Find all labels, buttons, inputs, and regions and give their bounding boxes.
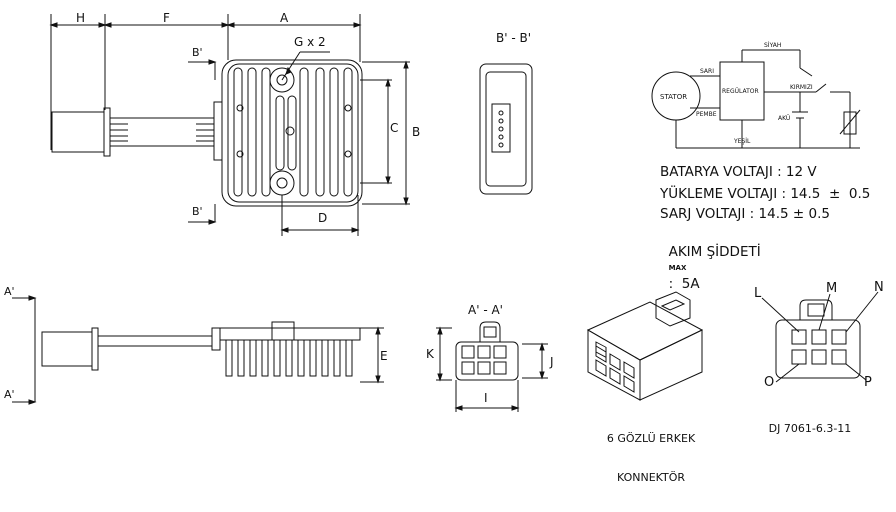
dim-k-label: K — [426, 347, 435, 361]
connector-pinout: L M N O P — [754, 280, 884, 390]
pin-m-label: M — [826, 281, 837, 296]
section-bb-view: B' - B' — [479, 31, 533, 195]
section-aa-title: A' - A' — [468, 303, 503, 317]
pin-o-label: O — [764, 375, 774, 390]
connector-face — [455, 341, 519, 381]
pin-p-label: P — [864, 375, 872, 390]
wire-yesil-label: YEŞİL — [733, 138, 751, 145]
connector-isometric — [586, 291, 704, 401]
heatsink-body — [221, 59, 363, 207]
dim-c-label: C — [390, 121, 398, 135]
wire-pembe-label: PEMBE — [696, 111, 717, 118]
plug-body — [51, 111, 105, 153]
dim-e-label: E — [380, 349, 388, 363]
spec-current-max: MAX — [668, 264, 687, 272]
dim-j-label: J — [549, 355, 554, 369]
dim-g-label: G x 2 — [294, 35, 326, 49]
spec-current-label: AKIM ŞİDDETİ — [668, 244, 761, 260]
dim-i-label: I — [484, 391, 488, 405]
top-view: H F A B' B' — [49, 11, 420, 236]
section-b-bottom: B' — [192, 205, 203, 218]
mount-hole-bottom — [269, 170, 295, 196]
mount-hole-top — [269, 67, 295, 93]
spec-current-value: : 5A — [668, 276, 700, 292]
section-bb-title: B' - B' — [496, 31, 531, 45]
side-heatsink-plate — [219, 327, 361, 341]
wire-kirmizi-label: KIRMIZI — [790, 84, 813, 91]
connector-caption-line1: 6 GÖZLÜ ERKEK — [606, 432, 696, 445]
regulator-label: REGÜLATOR — [722, 88, 759, 95]
pin-l-label: L — [754, 286, 762, 301]
battery-label: AKÜ — [778, 115, 790, 122]
spec-charge-voltage: SARJ VOLTAJI : 14.5 ± 0.5 — [660, 206, 830, 222]
wire-siyah-label: SİYAH — [764, 42, 781, 49]
side-plug-body — [41, 331, 93, 367]
section-a-bottom: A' — [4, 388, 15, 401]
side-view: A' A' E — [4, 285, 388, 405]
dim-a-label: A — [280, 11, 289, 25]
dim-b-label: B — [412, 125, 420, 139]
dim-h-label: H — [76, 11, 85, 25]
connector-caption-line2: KONNEKTÖR — [616, 471, 686, 484]
wire-sari-label: SARI — [700, 68, 714, 75]
section-aa-view: A' - A' K J I — [426, 303, 554, 412]
spec-load-voltage: YÜKLEME VOLTAJI : 14.5 ± 0.5 — [660, 186, 871, 202]
pinout-body — [775, 319, 861, 379]
wiring-diagram: STATOR REGÜLATOR SARI PEMBE YEŞİL SİYAH … — [651, 42, 861, 149]
connector-caption: 6 GÖZLÜ ERKEK KONNEKTÖR — [586, 406, 716, 497]
section-a-top: A' — [4, 285, 15, 298]
spec-current: AKIM ŞİDDETİ MAX : 5A — [660, 228, 761, 292]
part-number: DJ 7061-6.3-11 — [768, 422, 852, 435]
dim-d-label: D — [318, 211, 327, 225]
stator-label: STATOR — [660, 93, 687, 101]
dim-f-label: F — [163, 11, 170, 25]
section-b-top: B' — [192, 46, 203, 59]
spec-battery-voltage: BATARYA VOLTAJI : 12 V — [660, 164, 817, 180]
pin-n-label: N — [874, 280, 884, 295]
